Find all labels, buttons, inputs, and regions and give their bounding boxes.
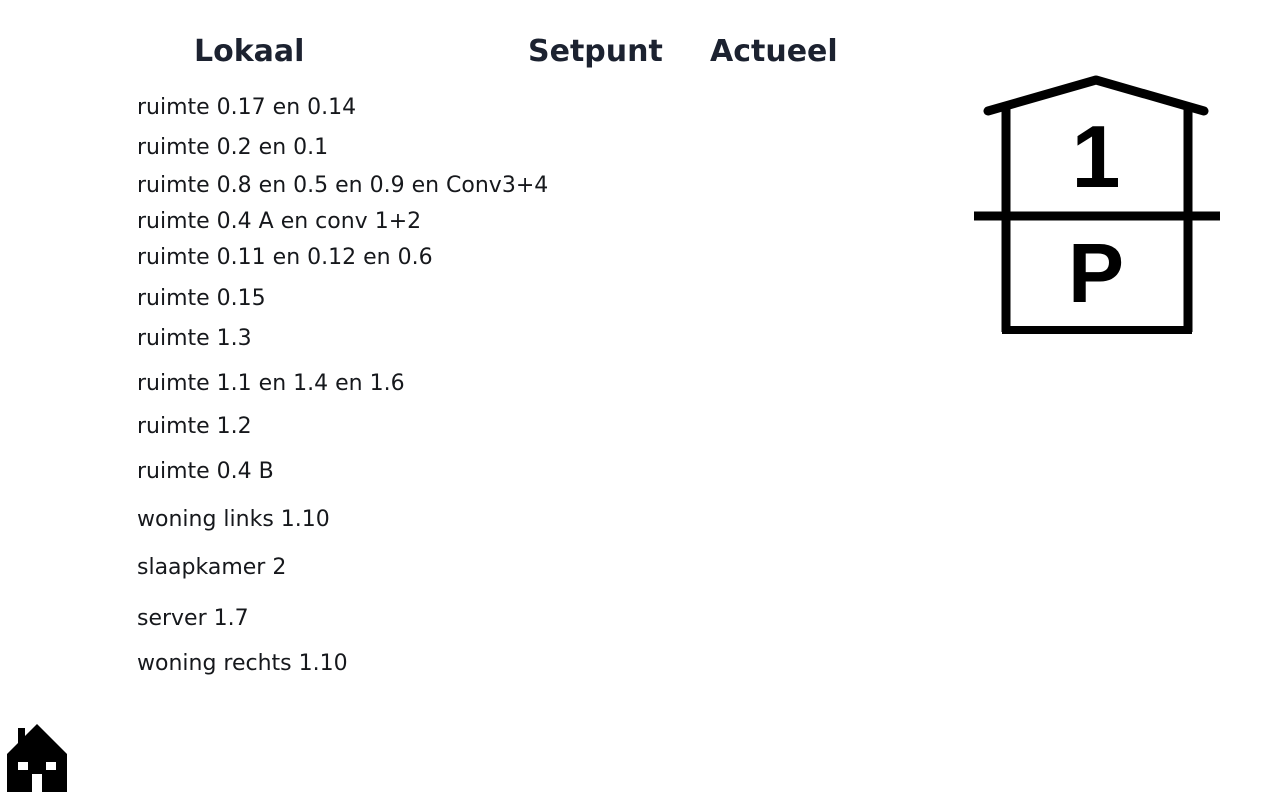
- floor-selector-button[interactable]: 1 P: [972, 74, 1222, 338]
- room-item[interactable]: server 1.7: [137, 606, 249, 631]
- home-icon: [7, 724, 67, 792]
- home-button[interactable]: [6, 724, 68, 792]
- room-item[interactable]: ruimte 1.3: [137, 326, 252, 351]
- room-item[interactable]: woning links 1.10: [137, 507, 330, 532]
- room-item[interactable]: slaapkamer 2: [137, 555, 287, 580]
- room-item[interactable]: ruimte 0.17 en 0.14: [137, 95, 357, 120]
- room-item[interactable]: ruimte 0.2 en 0.1: [137, 135, 329, 160]
- room-item[interactable]: woning rechts 1.10: [137, 651, 348, 676]
- room-item[interactable]: ruimte 0.11 en 0.12 en 0.6: [137, 245, 433, 270]
- room-item[interactable]: ruimte 1.2: [137, 414, 252, 439]
- column-header-lokaal: Lokaal: [194, 34, 305, 69]
- floor-plan-icon: 1 P: [974, 75, 1220, 334]
- floor-upper-label: 1: [1072, 107, 1121, 206]
- room-item[interactable]: ruimte 1.1 en 1.4 en 1.6: [137, 371, 405, 396]
- column-header-actueel: Actueel: [710, 34, 838, 69]
- room-item[interactable]: ruimte 0.4 A en conv 1+2: [137, 209, 422, 234]
- room-item[interactable]: ruimte 0.15: [137, 286, 266, 311]
- floor-lower-label: P: [1068, 226, 1124, 320]
- room-item[interactable]: ruimte 0.8 en 0.5 en 0.9 en Conv3+4: [137, 173, 549, 198]
- room-item[interactable]: ruimte 0.4 B: [137, 459, 274, 484]
- column-header-setpunt: Setpunt: [528, 34, 663, 69]
